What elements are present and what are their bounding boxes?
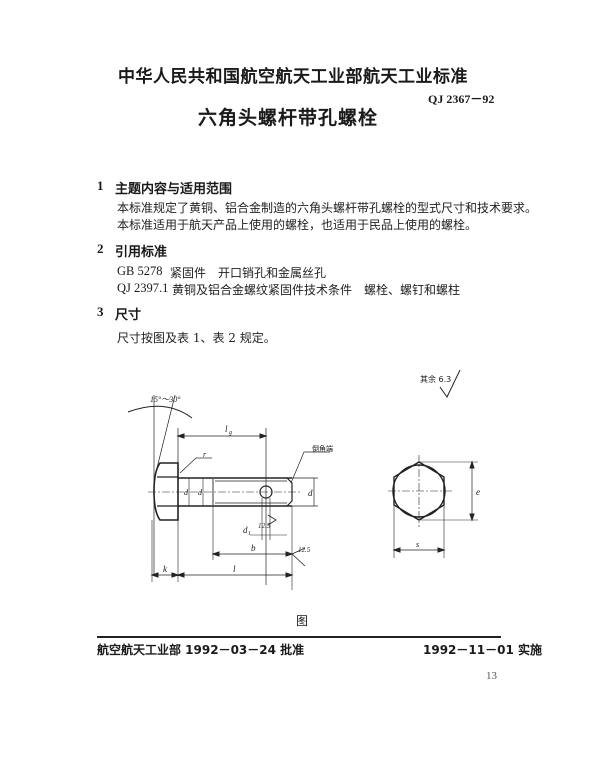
lg-label: l xyxy=(225,424,228,434)
e-label: e xyxy=(476,487,480,497)
da-label: d xyxy=(184,488,189,497)
reference-code: QJ 2397.1 xyxy=(117,281,169,295)
section-2-title: 引用标准 xyxy=(115,245,168,260)
reference-description: 黄铜及铝合金螺纹紧固件技术条件 螺栓、螺钉和螺柱 xyxy=(172,283,461,297)
page-number: 13 xyxy=(486,670,497,682)
lg-subscript: g xyxy=(229,430,232,436)
footer-divider xyxy=(97,636,501,638)
hole-roughness-value: 12.5 xyxy=(258,522,271,530)
section-3-paragraph: 尺寸按图及表 1、表 2 规定。 xyxy=(117,331,276,345)
section-3-title: 尺寸 xyxy=(115,308,142,323)
roughness-note: 其余 6.3 xyxy=(420,374,451,384)
angle-label: 15°～30° xyxy=(150,395,181,404)
section-3-number: 3 xyxy=(97,304,104,319)
section-2-number: 2 xyxy=(97,241,104,256)
d1-label: d xyxy=(243,525,248,535)
approval-date: 航空航天工业部 1992－03－24 批准 xyxy=(97,643,305,657)
section-1-number: 1 xyxy=(97,178,104,193)
bolt-technical-drawing: 其余 6.3 15°～30° l g r 倒角端 d d d d 1 12.5 … xyxy=(127,369,480,590)
s-label: s xyxy=(416,540,419,549)
d1-subscript: 1 xyxy=(248,531,251,537)
ds-label: d xyxy=(198,488,203,497)
implementation-date: 1992－11－01 实施 xyxy=(423,643,542,657)
reference-code: GB 5278 xyxy=(117,264,163,278)
issuing-organization: 中华人民共和国航空航天工业部航天工业标准 xyxy=(118,67,468,87)
document-title: 六角头螺杆带孔螺栓 xyxy=(198,107,379,129)
standard-code: QJ 2367－92 xyxy=(428,92,495,106)
d-label: d xyxy=(308,488,313,498)
chamfer-label: 倒角端 xyxy=(312,444,333,453)
l-label: l xyxy=(233,564,236,574)
section-1-paragraph: 本标准规定了黄铜、铝合金制造的六角头螺杆带孔螺栓的型式尺寸和技术要求。 xyxy=(117,201,538,215)
radius-label: r xyxy=(203,450,207,459)
section-1-paragraph: 本标准适用于航天产品上使用的螺栓，也适用于民品上使用的螺栓。 xyxy=(117,218,478,232)
roughness-symbol-icon xyxy=(439,369,461,398)
reference-description: 紧固件 开口销孔和金属丝孔 xyxy=(170,266,327,280)
b-label: b xyxy=(251,543,256,553)
section-1-title: 主题内容与适用范围 xyxy=(115,182,233,197)
k-label: k xyxy=(163,564,168,574)
end-roughness-value: 12.5 xyxy=(298,546,311,554)
figure-caption: 图 xyxy=(296,614,309,628)
